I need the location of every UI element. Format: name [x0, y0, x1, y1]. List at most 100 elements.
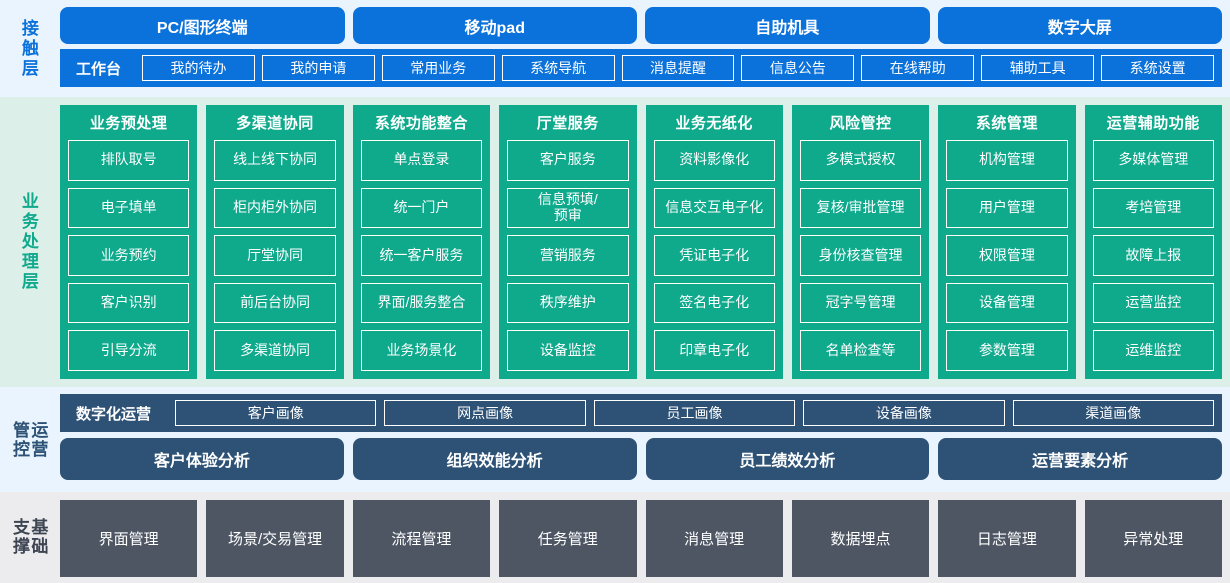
biz-item-fault-report[interactable]: 故障上报 — [1092, 235, 1214, 276]
business-column-multichannel: 多渠道协同 线上线下协同 柜内柜外协同 厅堂协同 前后台协同 多渠道协同 — [206, 105, 344, 379]
base-item-data-tracking[interactable]: 数据埋点 — [791, 500, 930, 577]
biz-item-identity-verification[interactable]: 身份核查管理 — [799, 235, 922, 276]
biz-item-multimode-authorization[interactable]: 多模式授权 — [799, 140, 922, 181]
biz-item-permission-management[interactable]: 权限管理 — [946, 235, 1068, 276]
portrait-channel[interactable]: 渠道画像 — [1012, 400, 1214, 426]
biz-item-signature-electronic[interactable]: 签名电子化 — [653, 282, 775, 324]
operations-layer-body: 数字化运营 客户画像 网点画像 员工画像 设备画像 渠道画像 客户体验分析 组织… — [56, 391, 1230, 488]
digital-operations-title: 数字化运营 — [76, 405, 152, 423]
biz-item-info-prefill-prereview[interactable]: 信息预填/ 预审 — [507, 187, 629, 229]
portrait-device[interactable]: 设备画像 — [803, 400, 1005, 426]
column-title: 运营辅助功能 — [1106, 115, 1200, 132]
channel-mobile-pad[interactable]: 移动pad — [352, 7, 637, 44]
biz-item-order-maintenance[interactable]: 秩序维护 — [507, 282, 629, 324]
business-columns: 业务预处理 排队取号 电子填单 业务预约 客户识别 引导分流 多渠道协同 线上线… — [56, 97, 1230, 387]
biz-item-maintenance-monitoring[interactable]: 运维监控 — [1092, 330, 1214, 371]
biz-item-device-monitoring[interactable]: 设备监控 — [507, 330, 629, 371]
base-item-process-management[interactable]: 流程管理 — [352, 500, 491, 577]
business-column-paperless: 业务无纸化 资料影像化 信息交互电子化 凭证电子化 签名电子化 印章电子化 — [645, 105, 783, 379]
biz-item-appointment[interactable]: 业务预约 — [68, 235, 190, 276]
base-support-row: 界面管理 场景/交易管理 流程管理 任务管理 消息管理 数据埋点 日志管理 异常… — [60, 500, 1222, 577]
workbench-title: 工作台 — [76, 60, 122, 78]
biz-item-org-management[interactable]: 机构管理 — [946, 140, 1068, 181]
workbench-item-system-navigation[interactable]: 系统导航 — [501, 55, 615, 81]
analysis-row: 客户体验分析 组织效能分析 员工绩效分析 运营要素分析 — [60, 438, 1222, 480]
biz-item-review-approval-management[interactable]: 复核/审批管理 — [799, 187, 922, 229]
biz-item-incabinet-outcabinet-collab[interactable]: 柜内柜外协同 — [214, 187, 336, 229]
workbench-item-message-alert[interactable]: 消息提醒 — [621, 55, 735, 81]
workbench-item-my-todo[interactable]: 我的待办 — [142, 55, 255, 81]
biz-item-user-management[interactable]: 用户管理 — [946, 187, 1068, 229]
biz-item-unified-customer-service[interactable]: 统一客户服务 — [360, 235, 483, 276]
column-items: 客户服务 信息预填/ 预审 营销服务 秩序维护 设备监控 — [507, 140, 629, 371]
column-items: 多媒体管理 考培管理 故障上报 运营监控 运维监控 — [1092, 140, 1214, 371]
base-support-layer-label: 支撑 基础 — [0, 496, 56, 577]
biz-item-online-offline-collab[interactable]: 线上线下协同 — [214, 140, 336, 181]
biz-item-customer-identification[interactable]: 客户识别 — [68, 282, 190, 324]
portrait-customer[interactable]: 客户画像 — [175, 400, 377, 426]
biz-item-serial-number-management[interactable]: 冠字号管理 — [799, 282, 922, 324]
biz-item-training-management[interactable]: 考培管理 — [1092, 187, 1214, 229]
column-items: 资料影像化 信息交互电子化 凭证电子化 签名电子化 印章电子化 — [653, 140, 775, 371]
biz-item-e-form[interactable]: 电子填单 — [68, 187, 190, 229]
operations-label-line1: 运营 — [28, 420, 48, 459]
column-items: 线上线下协同 柜内柜外协同 厅堂协同 前后台协同 多渠道协同 — [214, 140, 336, 371]
analysis-operation-factors[interactable]: 运营要素分析 — [938, 438, 1222, 480]
base-item-ui-management[interactable]: 界面管理 — [60, 500, 198, 577]
biz-item-lobby-collab[interactable]: 厅堂协同 — [214, 235, 336, 276]
column-title: 系统管理 — [975, 115, 1038, 132]
channel-digital-screen[interactable]: 数字大屏 — [937, 7, 1222, 44]
biz-item-single-sign-on[interactable]: 单点登录 — [360, 140, 483, 181]
biz-item-voucher-electronic[interactable]: 凭证电子化 — [653, 235, 775, 276]
biz-item-multichannel-collab[interactable]: 多渠道协同 — [214, 330, 336, 371]
base-item-message-management[interactable]: 消息管理 — [645, 500, 783, 577]
workbench-item-aux-tools[interactable]: 辅助工具 — [981, 55, 1095, 81]
biz-item-customer-service[interactable]: 客户服务 — [507, 140, 629, 181]
biz-item-list-check[interactable]: 名单检查等 — [799, 330, 922, 371]
business-column-system-integration: 系统功能整合 单点登录 统一门户 统一客户服务 界面/服务整合 业务场景化 — [352, 105, 491, 379]
biz-item-document-imaging[interactable]: 资料影像化 — [653, 140, 775, 181]
business-layer-label-text: 业务处理层 — [18, 192, 38, 292]
portrait-employee[interactable]: 员工画像 — [593, 400, 796, 426]
operations-layer: 管控 运营 数字化运营 客户画像 网点画像 员工画像 设备画像 渠道画像 客户体… — [0, 387, 1230, 492]
channel-pc[interactable]: PC/图形终端 — [60, 7, 345, 44]
base-item-log-management[interactable]: 日志管理 — [938, 500, 1076, 577]
business-column-operation-support: 运营辅助功能 多媒体管理 考培管理 故障上报 运营监控 运维监控 — [1084, 105, 1222, 379]
business-layer: 业务处理层 业务预处理 排队取号 电子填单 业务预约 客户识别 引导分流 多渠道… — [0, 97, 1230, 387]
biz-item-device-management[interactable]: 设备管理 — [946, 282, 1068, 324]
analysis-org-efficiency[interactable]: 组织效能分析 — [352, 438, 637, 480]
base-item-task-management[interactable]: 任务管理 — [499, 500, 637, 577]
biz-item-info-exchange-electronic[interactable]: 信息交互电子化 — [653, 187, 775, 229]
base-support-layer: 支撑 基础 界面管理 场景/交易管理 流程管理 任务管理 消息管理 数据埋点 日… — [0, 492, 1230, 583]
operations-layer-label-text: 管控 运营 — [10, 421, 47, 459]
biz-item-multimedia-management[interactable]: 多媒体管理 — [1092, 140, 1214, 181]
workbench-item-my-application[interactable]: 我的申请 — [261, 55, 375, 81]
portrait-branch[interactable]: 网点画像 — [384, 400, 586, 426]
biz-item-operation-monitoring[interactable]: 运营监控 — [1092, 282, 1214, 324]
column-items: 机构管理 用户管理 权限管理 设备管理 参数管理 — [946, 140, 1068, 371]
column-items: 单点登录 统一门户 统一客户服务 界面/服务整合 业务场景化 — [360, 140, 483, 371]
biz-item-queue-ticket[interactable]: 排队取号 — [68, 140, 190, 181]
business-column-preprocessing: 业务预处理 排队取号 电子填单 业务预约 客户识别 引导分流 — [60, 105, 198, 379]
biz-item-business-scenario[interactable]: 业务场景化 — [360, 330, 483, 371]
biz-item-seal-electronic[interactable]: 印章电子化 — [653, 330, 775, 371]
analysis-customer-experience[interactable]: 客户体验分析 — [60, 438, 344, 480]
base-item-scenario-transaction-management[interactable]: 场景/交易管理 — [206, 500, 344, 577]
workbench-item-common-business[interactable]: 常用业务 — [381, 55, 495, 81]
workbench-item-announcement[interactable]: 信息公告 — [741, 55, 855, 81]
biz-item-frontend-backend-collab[interactable]: 前后台协同 — [214, 282, 336, 324]
workbench-item-system-settings[interactable]: 系统设置 — [1101, 55, 1215, 81]
analysis-employee-performance[interactable]: 员工绩效分析 — [645, 438, 930, 480]
channel-self-service[interactable]: 自助机具 — [645, 7, 930, 44]
column-title: 业务预处理 — [89, 115, 168, 132]
biz-item-guidance-diversion[interactable]: 引导分流 — [68, 330, 190, 371]
biz-item-ui-service-integration[interactable]: 界面/服务整合 — [360, 282, 483, 324]
workbench-item-online-help[interactable]: 在线帮助 — [861, 55, 975, 81]
business-layer-label: 业务处理层 — [0, 97, 56, 387]
biz-item-marketing-service[interactable]: 营销服务 — [507, 235, 629, 276]
biz-item-parameter-management[interactable]: 参数管理 — [946, 330, 1068, 371]
biz-item-unified-portal[interactable]: 统一门户 — [360, 187, 483, 229]
base-item-exception-handling[interactable]: 异常处理 — [1084, 500, 1222, 577]
digital-operations-row: 数字化运营 客户画像 网点画像 员工画像 设备画像 渠道画像 — [60, 394, 1222, 432]
